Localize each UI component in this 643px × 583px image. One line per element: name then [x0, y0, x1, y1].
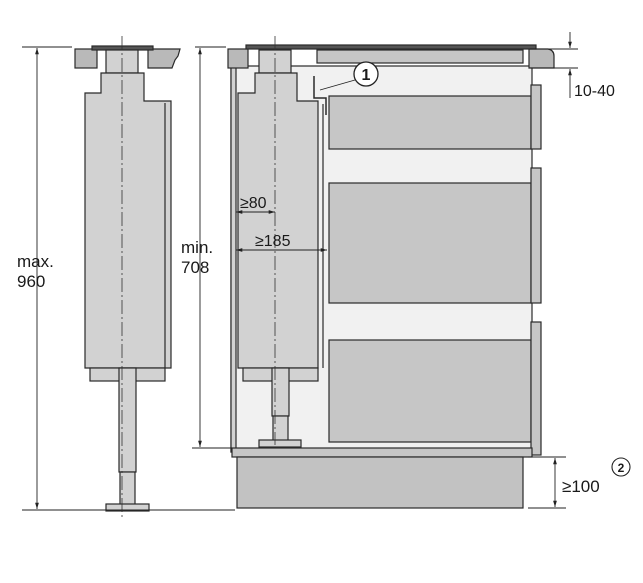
- leg-foot: [105, 503, 150, 512]
- worktop-offset-label: 10-40: [574, 83, 615, 100]
- worktop-right-piece: [147, 48, 181, 69]
- plinth-height-label: ≥100: [562, 477, 600, 496]
- cabinet-installation: [227, 44, 555, 509]
- drawer-1: [328, 95, 532, 150]
- callout-1-label: 1: [362, 67, 371, 84]
- plinth: [236, 456, 524, 509]
- min-height-value: 708: [181, 258, 209, 277]
- drawer-front-2: [530, 167, 542, 304]
- unit-body: [237, 72, 319, 369]
- unit-body: [84, 72, 172, 369]
- cabinet-bottom: [231, 447, 533, 458]
- callout-2-label: 2: [618, 461, 625, 475]
- telescopic-leg: [118, 367, 137, 473]
- dimension-lines: [22, 32, 578, 511]
- centerlines: [121, 36, 276, 520]
- worktop-left-piece: [74, 48, 98, 69]
- gap-80-label: ≥80: [240, 195, 267, 212]
- worktop-right-edge: [528, 48, 555, 69]
- max-height-label: max.: [17, 252, 54, 271]
- standalone-downdraft-unit: [74, 45, 181, 512]
- callout-2: 2: [611, 457, 631, 477]
- top-rail-panel: [316, 49, 524, 64]
- min-height-label: min.: [181, 238, 213, 257]
- max-height-value: 960: [17, 272, 45, 291]
- cabinet-side-panel: [230, 65, 237, 453]
- hob-glass: [245, 44, 537, 50]
- drawer-3: [328, 339, 532, 443]
- telescopic-leg: [271, 367, 290, 417]
- drawer-front-3: [530, 321, 542, 456]
- drawer-front-1: [530, 84, 542, 150]
- cable-bracket: [313, 76, 327, 115]
- callout-1: 1: [353, 61, 379, 87]
- worktop-left-piece: [227, 48, 249, 69]
- drawer-2: [328, 182, 532, 304]
- leg-foot: [258, 439, 302, 448]
- gap-185-label: ≥185: [255, 233, 291, 250]
